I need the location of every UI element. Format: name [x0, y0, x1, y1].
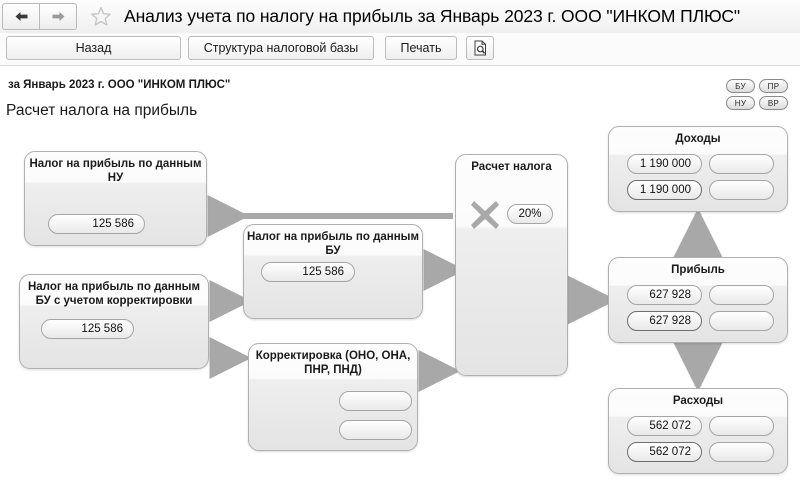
- node-expenses[interactable]: Расходы 562 072 562 072: [608, 388, 788, 474]
- tax-calculation-diagram: Налог на прибыль по данным НУ 125 586 На…: [0, 118, 800, 501]
- arrow-left-icon: [15, 12, 27, 21]
- node-tax-calculation[interactable]: Расчет налога 20%: [455, 154, 568, 376]
- node-correction[interactable]: Корректировка (ОНО, ОНА, ПНР, ПНД): [248, 343, 418, 451]
- node-income-value-bu[interactable]: 1 190 000: [627, 154, 702, 174]
- node-tax-nu[interactable]: Налог на прибыль по данным НУ 125 586: [24, 151, 207, 246]
- badge-bu[interactable]: БУ: [726, 79, 755, 93]
- node-profit-value-vr[interactable]: [709, 311, 774, 331]
- node-expenses-value-nu[interactable]: 562 072: [627, 442, 702, 462]
- node-income-title: Доходы: [675, 133, 721, 145]
- node-expenses-title: Расходы: [672, 395, 724, 407]
- print-preview-button[interactable]: [466, 36, 494, 60]
- node-tax-nu-value[interactable]: 125 586: [48, 214, 145, 234]
- node-correction-title: Корректировка (ОНО, ОНА, ПНР, ПНД): [255, 350, 411, 376]
- star-icon: [91, 6, 111, 26]
- node-profit-value-bu[interactable]: 627 928: [627, 285, 702, 305]
- node-income-value-pr[interactable]: [709, 154, 774, 174]
- node-expenses-value-vr[interactable]: [709, 442, 774, 462]
- history-buttons: [2, 3, 77, 30]
- accounting-type-legend: БУ ПР НУ ВР: [726, 79, 788, 113]
- page-title: Расчет налога на прибыль: [6, 102, 198, 119]
- back-navigation-button[interactable]: [2, 3, 39, 30]
- favorite-button[interactable]: [90, 6, 112, 27]
- node-tax-bu-adjusted[interactable]: Налог на прибыль по данным БУ с учетом к…: [19, 274, 209, 369]
- report-subtitle: за Январь 2023 г. ООО "ИНКОМ ПЛЮС": [8, 79, 231, 91]
- back-button[interactable]: Назад: [6, 36, 181, 60]
- node-income-value-vr[interactable]: [709, 180, 774, 200]
- node-tax-rate-value[interactable]: 20%: [507, 204, 553, 224]
- node-tax-bu-value[interactable]: 125 586: [261, 262, 355, 282]
- node-income-value-nu[interactable]: 1 190 000: [627, 180, 702, 200]
- report-toolbar: Назад Структура налоговой базы Печать: [0, 33, 800, 66]
- window-navigation-bar: Анализ учета по налогу на прибыль за Янв…: [0, 0, 800, 34]
- node-expenses-value-bu[interactable]: 562 072: [627, 416, 702, 436]
- node-tax-bu-title: Налог на прибыль по данным БУ: [246, 231, 420, 257]
- node-income[interactable]: Доходы 1 190 000 1 190 000: [608, 126, 788, 212]
- diagram-connectors: [207, 195, 723, 392]
- node-profit-value-pr[interactable]: [709, 285, 774, 305]
- node-correction-value-2[interactable]: [339, 420, 412, 440]
- node-profit-value-nu[interactable]: 627 928: [627, 311, 702, 331]
- badge-nu[interactable]: НУ: [726, 96, 755, 110]
- tax-base-structure-button[interactable]: Структура налоговой базы: [188, 36, 374, 60]
- node-tax-calculation-title: Расчет налога: [471, 161, 552, 173]
- node-correction-value-1[interactable]: [339, 391, 412, 411]
- node-expenses-value-pr[interactable]: [709, 416, 774, 436]
- window-title: Анализ учета по налогу на прибыль за Янв…: [124, 6, 741, 26]
- node-tax-nu-title: Налог на прибыль по данным НУ: [29, 158, 202, 184]
- badge-pr[interactable]: ПР: [759, 79, 788, 93]
- node-profit-title: Прибыль: [671, 264, 725, 276]
- multiply-icon: [469, 199, 501, 236]
- node-tax-bu[interactable]: Налог на прибыль по данным БУ 125 586: [243, 224, 423, 319]
- node-tax-bu-adjusted-value[interactable]: 125 586: [41, 319, 134, 339]
- node-tax-bu-adjusted-title: Налог на прибыль по данным БУ с учетом к…: [27, 281, 201, 307]
- node-profit[interactable]: Прибыль 627 928 627 928: [608, 257, 788, 343]
- print-button[interactable]: Печать: [385, 36, 457, 60]
- arrow-right-icon: [52, 12, 64, 21]
- badge-vr[interactable]: ВР: [759, 96, 788, 110]
- print-preview-icon: [474, 40, 486, 56]
- forward-navigation-button[interactable]: [39, 3, 77, 30]
